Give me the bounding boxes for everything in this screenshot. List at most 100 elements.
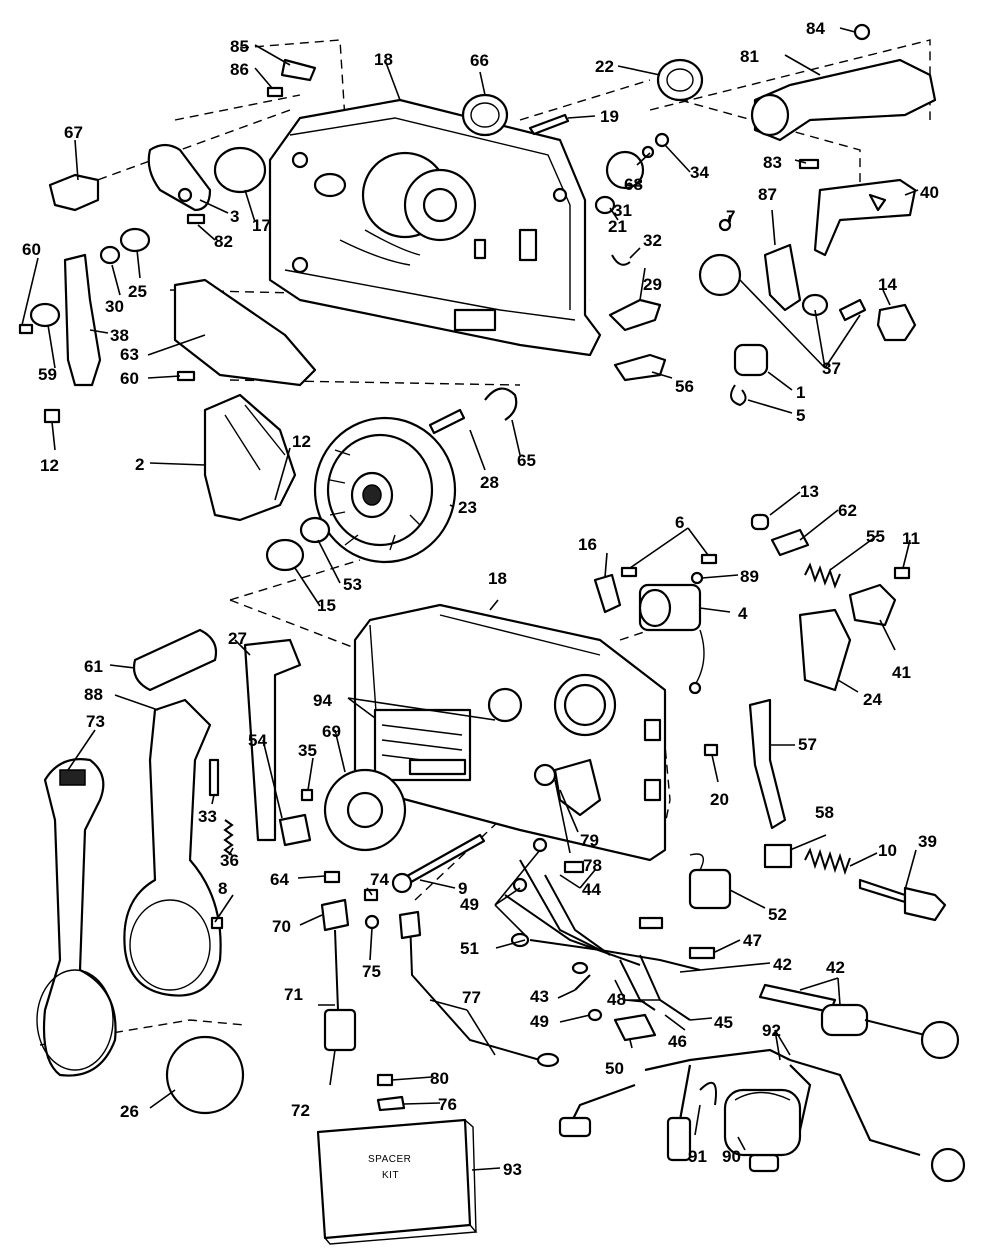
callout-50: 50 <box>605 1059 624 1078</box>
callout-34: 34 <box>690 163 709 182</box>
callout-48: 48 <box>607 990 626 1009</box>
callout-85: 85 <box>230 37 249 56</box>
callout-29: 29 <box>643 275 662 294</box>
callout-82: 82 <box>214 232 233 251</box>
callout-59: 59 <box>38 365 57 384</box>
callout-23: 23 <box>458 498 477 517</box>
callout-19: 19 <box>600 107 619 126</box>
callout-43: 43 <box>530 987 549 1006</box>
callout-69: 69 <box>322 722 341 741</box>
callout-52: 52 <box>768 905 787 924</box>
callout-61: 61 <box>84 657 103 676</box>
callout-49a: 49 <box>460 895 479 914</box>
callout-65: 65 <box>517 451 536 470</box>
callout-90: 90 <box>722 1147 741 1166</box>
callout-22: 22 <box>595 57 614 76</box>
callout-31: 31 <box>613 201 632 220</box>
callout-25: 25 <box>128 282 147 301</box>
callout-6: 6 <box>675 513 684 532</box>
callout-17: 17 <box>252 216 271 235</box>
callout-84: 84 <box>806 19 825 38</box>
callout-74: 74 <box>370 870 389 889</box>
callout-8: 8 <box>218 879 227 898</box>
callout-77: 77 <box>462 988 481 1007</box>
callout-1: 1 <box>796 383 805 402</box>
lower-left-parts <box>36 628 486 1115</box>
callout-49b: 49 <box>530 1012 549 1031</box>
left-parts <box>18 58 518 572</box>
callout-16: 16 <box>578 535 597 554</box>
callout-91: 91 <box>688 1147 707 1166</box>
callout-numbers: 1 2 3 4 5 6 7 8 9 10 11 12 12 13 14 15 1… <box>22 19 939 1179</box>
callout-18a: 18 <box>374 50 393 69</box>
callout-38: 38 <box>110 326 129 345</box>
callout-27: 27 <box>228 629 247 648</box>
callout-12a: 12 <box>40 456 59 475</box>
middle-right-parts <box>593 513 947 922</box>
callout-78: 78 <box>583 856 602 875</box>
callout-46: 46 <box>668 1032 687 1051</box>
callout-94: 94 <box>313 691 332 710</box>
callout-70: 70 <box>272 917 291 936</box>
callout-7: 7 <box>726 207 735 226</box>
wiring-harness <box>398 837 960 1068</box>
callout-5: 5 <box>796 406 805 425</box>
spacer-kit-box: SPACER KIT <box>316 1118 478 1245</box>
callout-3: 3 <box>230 207 239 226</box>
callout-73: 73 <box>86 712 105 731</box>
callout-58: 58 <box>815 803 834 822</box>
callout-75: 75 <box>362 962 381 981</box>
callout-14: 14 <box>878 275 897 294</box>
control-housing-lower <box>353 603 667 862</box>
callout-57: 57 <box>798 735 817 754</box>
callout-87: 87 <box>758 185 777 204</box>
callout-15: 15 <box>317 596 336 615</box>
callout-63: 63 <box>120 345 139 364</box>
callout-30: 30 <box>105 297 124 316</box>
callout-21: 21 <box>608 217 627 236</box>
callout-45: 45 <box>714 1013 733 1032</box>
callout-33: 33 <box>198 807 217 826</box>
callout-32: 32 <box>643 231 662 250</box>
callout-13: 13 <box>800 482 819 501</box>
callout-41: 41 <box>892 663 911 682</box>
callout-88: 88 <box>84 685 103 704</box>
callout-2: 2 <box>135 455 144 474</box>
callout-11: 11 <box>902 529 920 548</box>
callout-37: 37 <box>822 359 841 378</box>
callout-9: 9 <box>458 879 467 898</box>
callout-66: 66 <box>470 51 489 70</box>
callout-26: 26 <box>120 1102 139 1121</box>
callout-67: 67 <box>64 123 83 142</box>
spacer-kit-label-line2: KIT <box>382 1170 399 1181</box>
callout-47: 47 <box>743 931 762 950</box>
callout-55: 55 <box>866 527 885 546</box>
callout-71: 71 <box>284 985 303 1004</box>
callout-56: 56 <box>675 377 694 396</box>
callout-93: 93 <box>503 1160 522 1179</box>
spacer-kit-label-line1: SPACER <box>368 1154 411 1165</box>
callout-36: 36 <box>220 851 239 870</box>
callout-60b: 60 <box>120 369 139 388</box>
callout-51: 51 <box>460 939 479 958</box>
callout-72: 72 <box>291 1101 310 1120</box>
callout-54: 54 <box>248 731 267 750</box>
callout-4: 4 <box>738 604 748 623</box>
callout-24: 24 <box>863 690 882 709</box>
callout-80: 80 <box>430 1069 449 1088</box>
upper-right-parts <box>461 23 937 407</box>
callout-92: 92 <box>762 1021 781 1040</box>
callout-42a: 42 <box>773 955 792 974</box>
callout-42b: 42 <box>826 958 845 977</box>
callout-35: 35 <box>298 741 317 760</box>
callout-40: 40 <box>920 183 939 202</box>
battery-cables <box>558 1048 966 1183</box>
callout-44: 44 <box>582 880 601 899</box>
callout-39: 39 <box>918 832 937 851</box>
callout-79: 79 <box>580 831 599 850</box>
callout-53: 53 <box>343 575 362 594</box>
callout-28: 28 <box>480 473 499 492</box>
callout-89: 89 <box>740 567 759 586</box>
callout-18b: 18 <box>488 569 507 588</box>
